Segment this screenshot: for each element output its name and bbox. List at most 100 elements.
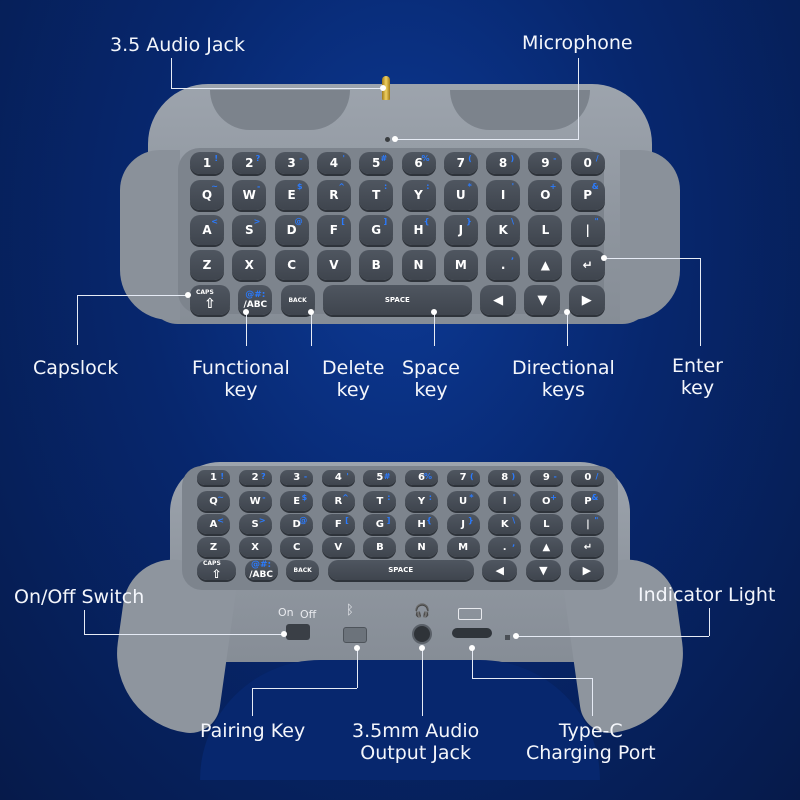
key-P[interactable]: P& — [570, 180, 605, 210]
key-C[interactable]: C — [274, 250, 309, 280]
key-X[interactable]: X — [238, 537, 272, 557]
key-L[interactable]: L — [529, 514, 563, 534]
key-A[interactable]: A< — [197, 514, 230, 534]
key-X[interactable]: X — [232, 250, 267, 280]
key-7[interactable]: 7( — [443, 152, 478, 174]
key-↵[interactable]: ↵ — [571, 537, 605, 557]
key-U[interactable]: U* — [446, 491, 480, 511]
key-2[interactable]: 2? — [232, 152, 267, 174]
key-4[interactable]: 4' — [321, 470, 355, 485]
key-E[interactable]: E$ — [280, 491, 314, 511]
key-W[interactable]: W- — [238, 491, 272, 511]
key-P[interactable]: P& — [571, 491, 605, 511]
key-M[interactable]: M — [443, 250, 478, 280]
key-6[interactable]: 6% — [405, 470, 438, 485]
key-0[interactable]: 0/ — [570, 152, 605, 174]
key-Z[interactable]: Z — [190, 250, 224, 280]
key-C[interactable]: C — [280, 537, 314, 557]
space-key[interactable]: SPACE — [322, 285, 472, 315]
caps-key[interactable]: CAPS⇧ — [197, 560, 236, 581]
key-S[interactable]: S> — [232, 215, 267, 245]
key-U[interactable]: U* — [443, 180, 478, 210]
key-T[interactable]: T: — [359, 180, 394, 210]
key-3[interactable]: 3- — [280, 470, 314, 485]
on-off-switch[interactable] — [286, 624, 310, 640]
key-5[interactable]: 5# — [363, 470, 397, 485]
key-W[interactable]: W- — [232, 180, 267, 210]
key-J[interactable]: J} — [443, 215, 478, 245]
key-F[interactable]: F[ — [316, 215, 351, 245]
key-R[interactable]: R^ — [316, 180, 351, 210]
key-2[interactable]: 2? — [238, 470, 272, 485]
key-Z[interactable]: Z — [197, 537, 230, 557]
key-4[interactable]: 4' — [316, 152, 351, 174]
key-M[interactable]: M — [446, 537, 480, 557]
key-D[interactable]: D@ — [280, 514, 314, 534]
key-0[interactable]: 0/ — [571, 470, 605, 485]
space-key[interactable]: SPACE — [327, 560, 474, 580]
key-V[interactable]: V — [321, 537, 355, 557]
key-Q[interactable]: Q~ — [197, 491, 230, 511]
callout-pairing-key: Pairing Key — [200, 720, 306, 742]
key-8[interactable]: 8) — [488, 470, 522, 485]
key-secondary-symbol: + — [550, 493, 557, 502]
arrow-key-2[interactable]: ▶ — [568, 285, 605, 315]
arrow-key-0[interactable]: ◀ — [480, 285, 517, 315]
arrow-key-0[interactable]: ◀ — [482, 560, 518, 580]
key-6[interactable]: 6% — [401, 152, 436, 174]
key-B[interactable]: B — [359, 250, 394, 280]
key-1[interactable]: 1! — [197, 470, 230, 485]
key-E[interactable]: E$ — [274, 180, 309, 210]
caps-key[interactable]: CAPS⇧ — [190, 285, 230, 315]
key-7[interactable]: 7( — [446, 470, 480, 485]
key-I[interactable]: I' — [486, 180, 521, 210]
key-O[interactable]: O+ — [528, 180, 563, 210]
pairing-key[interactable] — [343, 627, 367, 643]
key-F[interactable]: F[ — [321, 514, 355, 534]
arrow-key-1[interactable]: ▼ — [525, 560, 561, 580]
key-Q[interactable]: Q~ — [190, 180, 224, 210]
key-G[interactable]: G] — [363, 514, 397, 534]
key-I[interactable]: I' — [488, 491, 522, 511]
key-K[interactable]: K\ — [486, 215, 521, 245]
key-↵[interactable]: ↵ — [570, 250, 605, 280]
key-secondary-symbol: * — [469, 493, 474, 502]
key-|[interactable]: |" — [570, 215, 605, 245]
key-H[interactable]: H{ — [401, 215, 436, 245]
key-S[interactable]: S> — [238, 514, 272, 534]
key-1[interactable]: 1! — [190, 152, 224, 174]
key-O[interactable]: O+ — [529, 491, 563, 511]
key-L[interactable]: L — [528, 215, 563, 245]
key-secondary-symbol: ! — [220, 472, 224, 481]
key-B[interactable]: B — [363, 537, 397, 557]
key-5[interactable]: 5# — [359, 152, 394, 174]
functional-key[interactable]: @#:/ABC — [244, 560, 278, 580]
key-3[interactable]: 3- — [274, 152, 309, 174]
key-D[interactable]: D@ — [274, 215, 309, 245]
key-.[interactable]: ., — [488, 537, 522, 557]
key-N[interactable]: N — [401, 250, 436, 280]
key-▲[interactable]: ▲ — [529, 537, 563, 557]
key-▲[interactable]: ▲ — [528, 250, 563, 280]
key-V[interactable]: V — [316, 250, 351, 280]
key-9[interactable]: 9- — [528, 152, 563, 174]
key-A[interactable]: A< — [190, 215, 224, 245]
key-H[interactable]: H{ — [405, 514, 438, 534]
key-N[interactable]: N — [405, 537, 438, 557]
key-9[interactable]: 9- — [529, 470, 563, 485]
arrow-key-2[interactable]: ▶ — [569, 560, 605, 580]
type-c-port[interactable] — [452, 628, 492, 638]
key-|[interactable]: |" — [571, 514, 605, 534]
delete-key[interactable]: BACK — [286, 560, 320, 580]
key-T[interactable]: T: — [363, 491, 397, 511]
key-K[interactable]: K\ — [488, 514, 522, 534]
key-J[interactable]: J} — [446, 514, 480, 534]
audio-output-jack[interactable] — [412, 624, 432, 644]
key-R[interactable]: R^ — [321, 491, 355, 511]
key-.[interactable]: ., — [486, 250, 521, 280]
arrow-key-1[interactable]: ▼ — [524, 285, 561, 315]
key-8[interactable]: 8) — [486, 152, 521, 174]
key-Y[interactable]: Y: — [405, 491, 438, 511]
key-G[interactable]: G] — [359, 215, 394, 245]
key-Y[interactable]: Y: — [401, 180, 436, 210]
